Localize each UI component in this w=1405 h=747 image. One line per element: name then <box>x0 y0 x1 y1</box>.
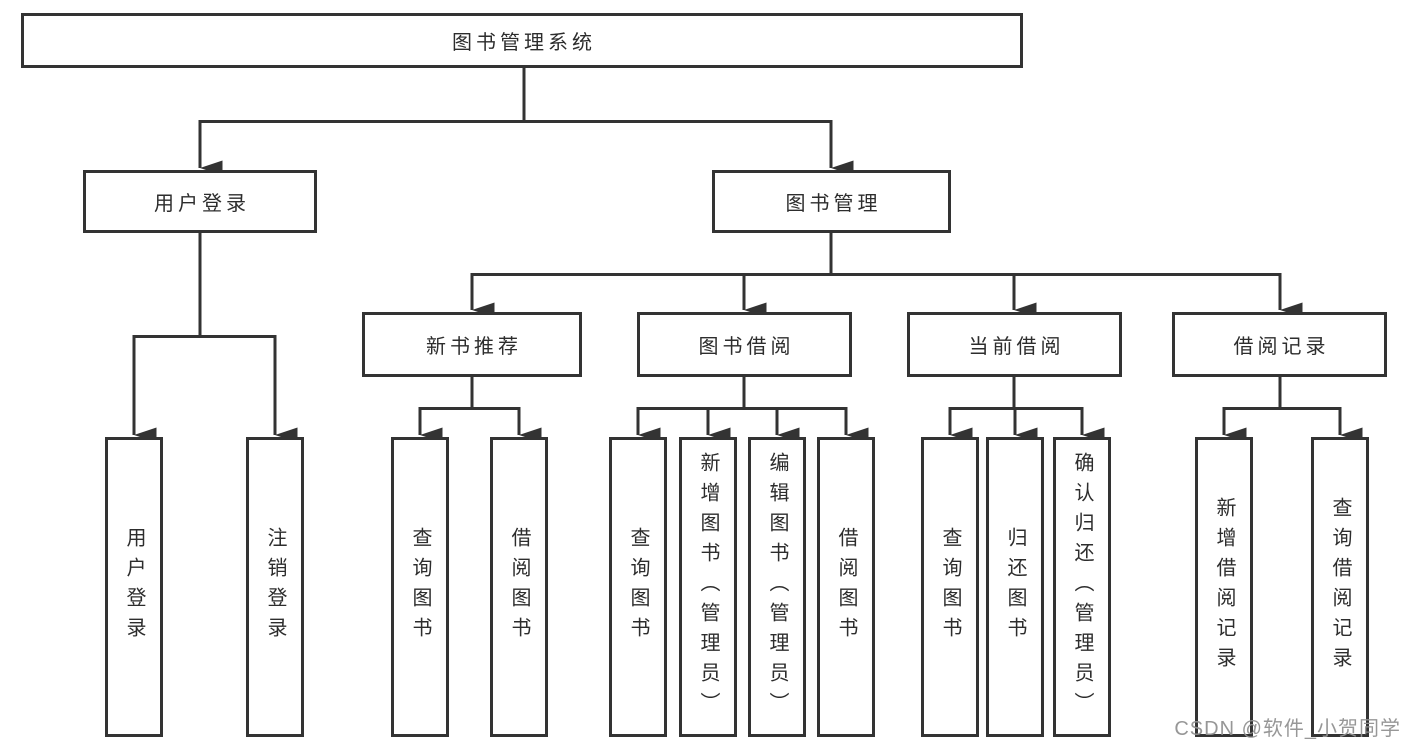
leaf-query-books-recommend: 查询图书 <box>391 437 449 737</box>
leaf-borrow-books: 借阅图书 <box>817 437 875 737</box>
node-current-borrow-label: 当前借阅 <box>968 336 1065 358</box>
leaf-query-borrow-record: 查询借阅记录 <box>1311 437 1369 737</box>
node-book-borrow-label: 图书借阅 <box>698 336 795 358</box>
leaf-edit-book-admin: 编辑图书（管理员） <box>748 437 806 737</box>
csdn-watermark: CSDN @软件_小贺同学 <box>1174 718 1401 740</box>
node-book-management: 图书管理 <box>712 170 951 233</box>
node-borrow-records: 借阅记录 <box>1172 312 1387 377</box>
leaf-borrow-books-label: 借阅图书 <box>835 527 857 647</box>
leaf-query-books-borrow: 查询图书 <box>609 437 667 737</box>
leaf-return-book: 归还图书 <box>986 437 1044 737</box>
node-book-management-label: 图书管理 <box>785 193 882 215</box>
leaf-borrow-books-recommend-label: 借阅图书 <box>508 527 530 647</box>
leaf-confirm-return-admin-label: 确认归还（管理员） <box>1071 452 1093 722</box>
leaf-query-books-current-label: 查询图书 <box>939 527 961 647</box>
node-current-borrow: 当前借阅 <box>907 312 1122 377</box>
leaf-logout: 注销登录 <box>246 437 304 737</box>
node-user-login-label: 用户登录 <box>154 193 250 215</box>
leaf-query-books-current: 查询图书 <box>921 437 979 737</box>
leaf-edit-book-admin-label: 编辑图书（管理员） <box>766 452 788 722</box>
leaf-query-books-borrow-label: 查询图书 <box>627 527 649 647</box>
leaf-user-login: 用户登录 <box>105 437 163 737</box>
leaf-borrow-books-recommend: 借阅图书 <box>490 437 548 737</box>
leaf-add-borrow-record-label: 新增借阅记录 <box>1213 497 1235 677</box>
node-book-borrow: 图书借阅 <box>637 312 852 377</box>
node-new-book-recommend: 新书推荐 <box>362 312 582 377</box>
node-root-label: 图书管理系统 <box>452 32 596 54</box>
leaf-add-book-admin: 新增图书（管理员） <box>679 437 737 737</box>
leaf-logout-label: 注销登录 <box>264 527 286 647</box>
leaf-add-borrow-record: 新增借阅记录 <box>1195 437 1253 737</box>
leaf-query-books-recommend-label: 查询图书 <box>409 527 431 647</box>
node-root: 图书管理系统 <box>21 13 1023 68</box>
node-new-book-recommend-label: 新书推荐 <box>426 336 522 358</box>
arrow-connectors <box>132 120 1363 443</box>
leaf-query-borrow-record-label: 查询借阅记录 <box>1329 497 1351 677</box>
node-borrow-records-label: 借阅记录 <box>1233 336 1330 358</box>
leaf-confirm-return-admin: 确认归还（管理员） <box>1053 437 1111 737</box>
trunk-lines <box>132 68 1342 410</box>
leaf-user-login-label: 用户登录 <box>123 527 145 647</box>
leaf-add-book-admin-label: 新增图书（管理员） <box>697 452 719 722</box>
node-user-login: 用户登录 <box>83 170 317 233</box>
leaf-return-book-label: 归还图书 <box>1004 527 1026 647</box>
